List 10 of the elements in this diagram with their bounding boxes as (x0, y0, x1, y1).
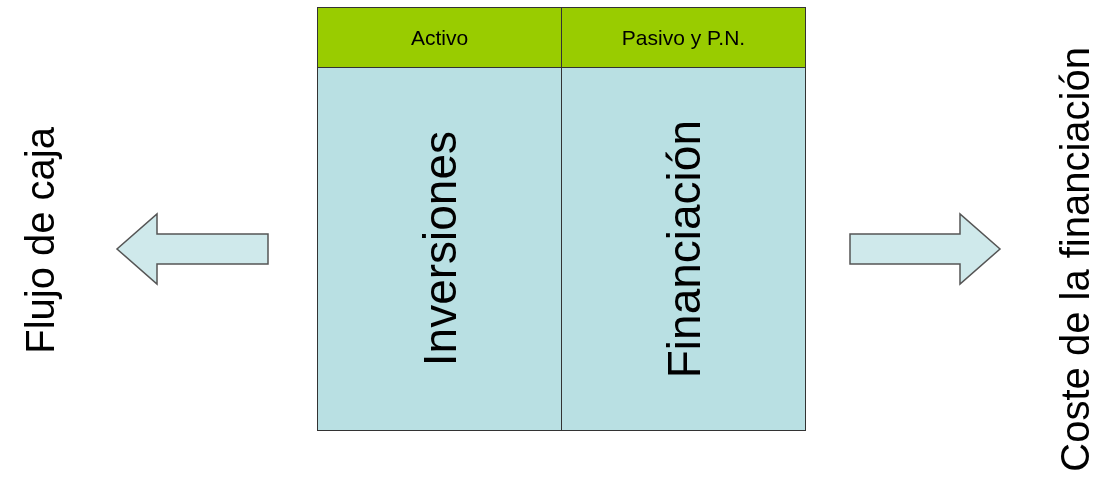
column-label: Financiación (660, 119, 707, 379)
column-label: Inversiones (416, 131, 463, 367)
side-label: Flujo de caja (20, 126, 60, 354)
column-header: Pasivo y P.N. (621, 25, 746, 50)
column-header: Activo (410, 25, 469, 50)
block-arrow (849, 212, 1002, 286)
balance-column (317, 7, 562, 431)
balance-column (561, 7, 806, 431)
block-arrow (115, 212, 269, 286)
side-label: Coste de la financiación (1055, 47, 1095, 472)
